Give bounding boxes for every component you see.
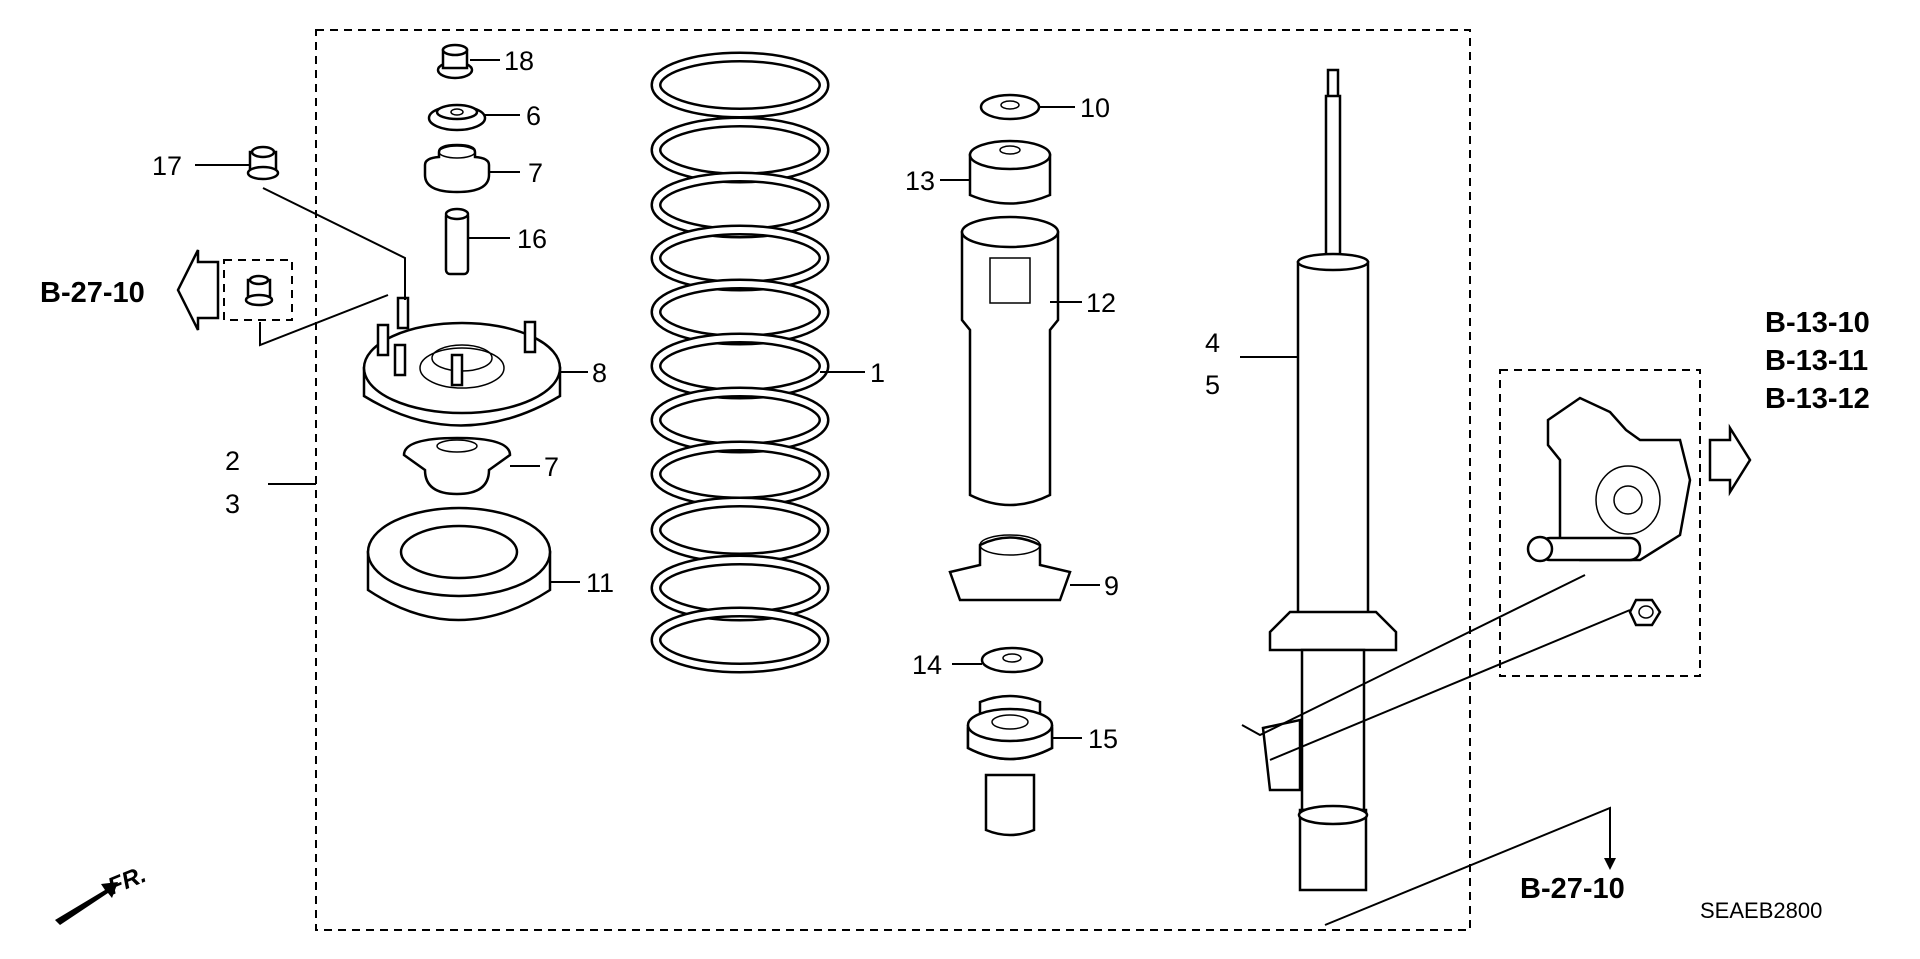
callout-14: 14	[912, 650, 942, 680]
callout-2: 2	[225, 446, 240, 476]
part-7-bushing-lower[interactable]	[402, 436, 512, 496]
part-1-coil-spring[interactable]	[650, 51, 830, 674]
part-6-washer[interactable]	[427, 103, 487, 132]
spring-coil-highlight	[653, 119, 827, 181]
nut-frame	[223, 259, 293, 321]
bracket-nut[interactable]	[1628, 598, 1662, 627]
part-16-collar[interactable]	[444, 207, 470, 276]
bracket-frame	[1499, 369, 1701, 677]
callout-15: 15	[1088, 724, 1118, 754]
spring-coil-highlight	[653, 443, 827, 505]
ref-right-2[interactable]: B-13-11	[1765, 345, 1868, 377]
part-4-5-shock-absorber[interactable]	[1261, 68, 1398, 892]
callout-11: 11	[586, 568, 614, 598]
part-15-bump-stop[interactable]	[966, 694, 1054, 837]
front-arrow-icon	[55, 882, 118, 925]
callout-6: 6	[526, 101, 541, 131]
part-12-dust-boot[interactable]	[960, 215, 1060, 507]
leader-lines	[195, 59, 1631, 926]
spring-coil-highlight	[653, 499, 827, 561]
part-7-bushing-upper[interactable]	[423, 143, 491, 194]
diagram-code: SEAEB2800	[1700, 898, 1822, 923]
part-10-washer[interactable]	[979, 93, 1041, 121]
arrow-left-ref	[176, 249, 220, 331]
part-13-cap[interactable]	[968, 139, 1052, 205]
callout-5: 5	[1205, 370, 1220, 400]
callout-9: 9	[1104, 571, 1119, 601]
callout-3: 3	[225, 489, 240, 519]
callout-18: 18	[504, 46, 534, 76]
arrow-right-ref	[1708, 423, 1752, 497]
callout-7-lower: 7	[544, 452, 559, 482]
callout-16: 16	[517, 224, 547, 254]
part-14-washer[interactable]	[980, 646, 1044, 674]
spring-coil-highlight	[653, 609, 827, 671]
callout-10: 10	[1080, 93, 1110, 123]
callout-8: 8	[592, 358, 607, 388]
part-8-mount-base[interactable]	[362, 296, 562, 427]
callout-17: 17	[152, 151, 182, 181]
callout-4: 4	[1205, 328, 1220, 358]
callout-13: 13	[905, 166, 935, 196]
part-17-nut[interactable]	[246, 145, 280, 181]
callout-12: 12	[1086, 288, 1116, 318]
part-18-nut[interactable]	[436, 43, 474, 80]
callout-7-upper: 7	[528, 158, 543, 188]
spring-coil-highlight	[653, 335, 827, 397]
assembly-frame	[315, 29, 1471, 931]
spring-coil-highlight	[653, 281, 827, 343]
arrow-bottom-ref	[1604, 858, 1616, 870]
part-9-stop-seat[interactable]	[948, 534, 1072, 602]
part-17-nut-boxed[interactable]	[244, 274, 274, 307]
spring-coil-highlight	[653, 389, 827, 451]
spring-coil-highlight	[653, 54, 827, 116]
knuckle-bracket[interactable]	[1526, 396, 1692, 563]
callout-1: 1	[870, 358, 885, 388]
part-11-spring-seat[interactable]	[366, 506, 552, 622]
front-label: FR.	[104, 861, 150, 901]
ref-left[interactable]: B-27-10	[40, 277, 145, 309]
ref-right-3[interactable]: B-13-12	[1765, 383, 1870, 415]
ref-bottom[interactable]: B-27-10	[1520, 873, 1625, 905]
ref-right-1[interactable]: B-13-10	[1765, 307, 1870, 339]
